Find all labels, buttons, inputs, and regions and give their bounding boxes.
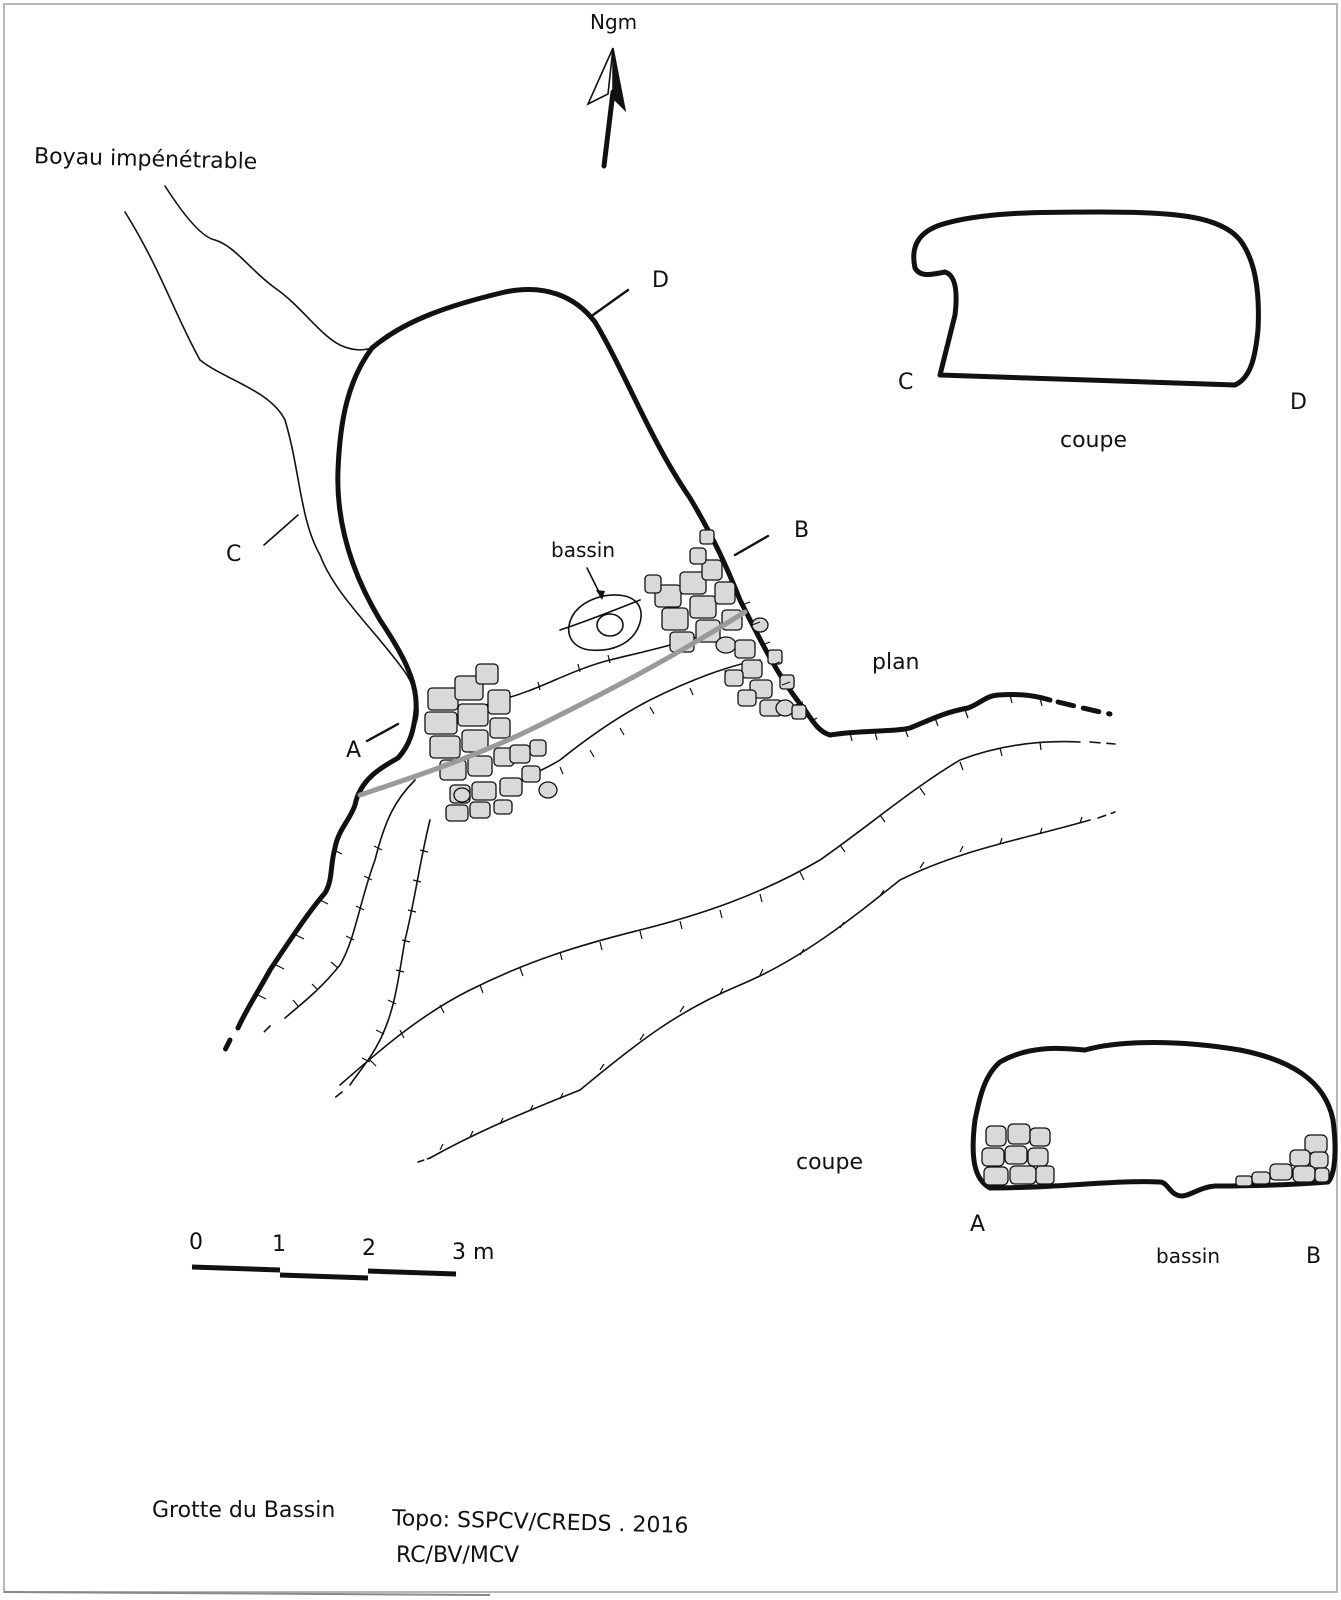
footer-title: Grotte du Bassin xyxy=(152,1498,336,1523)
section-d-label: D xyxy=(652,268,669,293)
boyau-passage xyxy=(124,185,419,726)
gallery-hatching xyxy=(257,654,1083,1151)
plan-label: plan xyxy=(872,650,920,675)
scale-tick-2: 2 xyxy=(362,1236,376,1261)
section-line-ab xyxy=(357,609,748,798)
east-wall-ticks xyxy=(741,601,818,723)
scale-tick-1: 1 xyxy=(272,1232,286,1257)
scale-tick-0: 0 xyxy=(189,1230,203,1255)
footer-authors: RC/BV/MCV xyxy=(396,1543,520,1568)
section-b-label: B xyxy=(794,518,810,543)
rubble-blocks xyxy=(424,529,807,822)
east-wall-hatch xyxy=(849,694,1043,742)
section-a-label: A xyxy=(346,738,362,763)
coupe-a-label: A xyxy=(970,1212,986,1237)
section-c-label: C xyxy=(226,542,242,567)
coupe-cd-outline xyxy=(911,209,1261,388)
coupe-ab-blocks xyxy=(981,1123,1330,1187)
north-label: Ngm xyxy=(590,10,638,34)
scale-bar xyxy=(191,1264,457,1281)
scale-tick-3: 3 m xyxy=(452,1240,495,1265)
coupe-b-label: B xyxy=(1306,1244,1322,1269)
coupe-cd-label: coupe xyxy=(1060,428,1127,453)
coupe-ab-outline xyxy=(970,1040,1338,1199)
bassin-coupe-label: bassin xyxy=(1156,1244,1221,1268)
boyau-label: Boyau impénétrable xyxy=(33,144,258,175)
page-border xyxy=(3,3,1338,1593)
coupe-d-label: D xyxy=(1290,390,1307,415)
east-wall-dashed xyxy=(1055,699,1113,717)
bassin-plan-label: bassin xyxy=(551,538,616,562)
coupe-c-label: C xyxy=(898,370,914,395)
north-arrow-icon xyxy=(586,47,627,169)
coupe-ab-label: coupe xyxy=(796,1150,863,1175)
east-wall xyxy=(827,692,1053,738)
bottom-edge-line xyxy=(3,1591,491,1596)
bassin-plan-shape xyxy=(567,567,642,652)
